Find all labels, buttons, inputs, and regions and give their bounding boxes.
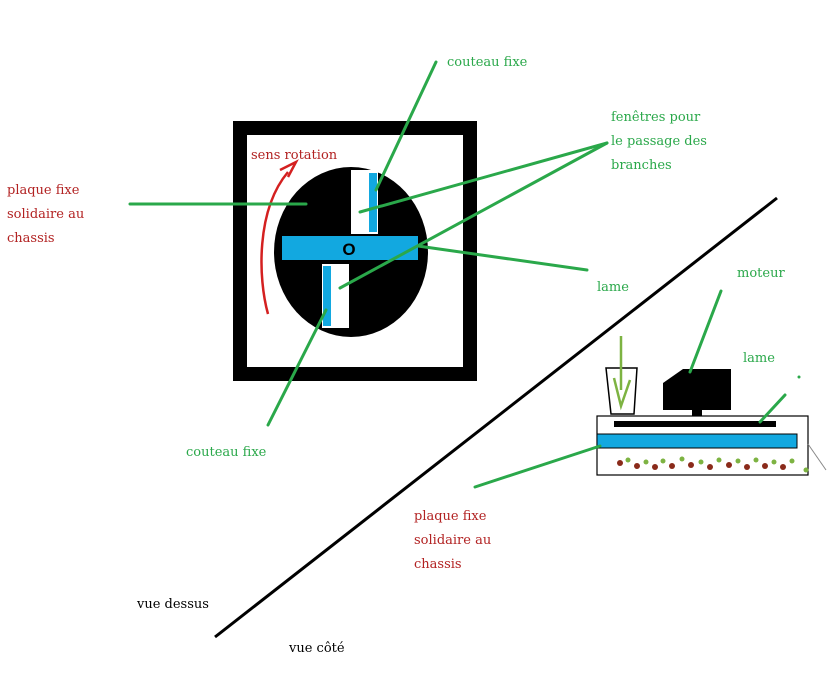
rotation-arrowhead	[279, 159, 299, 178]
branch-arrow	[612, 336, 632, 411]
label-plaque-fixe-side-1: plaque fixe	[414, 509, 487, 524]
label-moteur: moteur	[737, 266, 785, 281]
label-couteau-fixe-top: couteau fixe	[447, 55, 528, 70]
separator-line	[214, 196, 778, 639]
leader-dot	[797, 375, 801, 379]
blade-top-view	[282, 236, 418, 260]
label-plaque-fixe-top-3: chassis	[7, 231, 55, 246]
debris	[617, 456, 809, 473]
label-vue-dessus: vue dessus	[136, 597, 209, 612]
labels: couteau fixe fenêtres pour le passage de…	[7, 55, 785, 656]
leader-couteau-fixe-top	[374, 60, 438, 192]
label-fenetres-1: fenêtres pour	[611, 110, 701, 125]
label-lame-top: lame	[597, 280, 629, 295]
top-view: O	[233, 121, 477, 381]
label-fenetres-2: le passage des	[611, 134, 707, 149]
leader-moteur	[688, 289, 723, 374]
leader-lame-top	[416, 244, 589, 272]
label-couteau-fixe-bottom: couteau fixe	[186, 445, 267, 460]
blue-layer	[596, 433, 798, 449]
label-vue-cote: vue côté	[288, 641, 345, 656]
label-plaque-fixe-top-2: solidaire au	[7, 207, 84, 222]
motor-shaft	[692, 408, 702, 422]
edge-stroke	[807, 443, 827, 471]
label-lame-side: lame	[743, 351, 775, 366]
side-view	[596, 336, 827, 476]
knife-upper	[369, 173, 377, 232]
leader-fenetres-2	[338, 141, 609, 290]
leader-plaque-fixe-side	[473, 444, 602, 489]
rotation-arrow	[260, 171, 289, 315]
label-plaque-fixe-side-3: chassis	[414, 557, 462, 572]
leader-fenetres-1	[358, 141, 609, 214]
leader-lines-side	[473, 289, 801, 489]
leader-lines-top	[128, 60, 609, 427]
label-sens-rotation: sens rotation	[251, 148, 338, 163]
motor-body	[663, 369, 731, 410]
label-fenetres-3: branches	[611, 158, 672, 173]
leader-couteau-fixe-bottom	[266, 308, 328, 427]
label-plaque-fixe-top-1: plaque fixe	[7, 183, 80, 198]
knife-lower	[323, 266, 331, 326]
leader-lame-side	[758, 393, 787, 424]
center-mark: O	[342, 240, 355, 259]
label-plaque-fixe-side-2: solidaire au	[414, 533, 491, 548]
blade-side	[614, 421, 776, 427]
